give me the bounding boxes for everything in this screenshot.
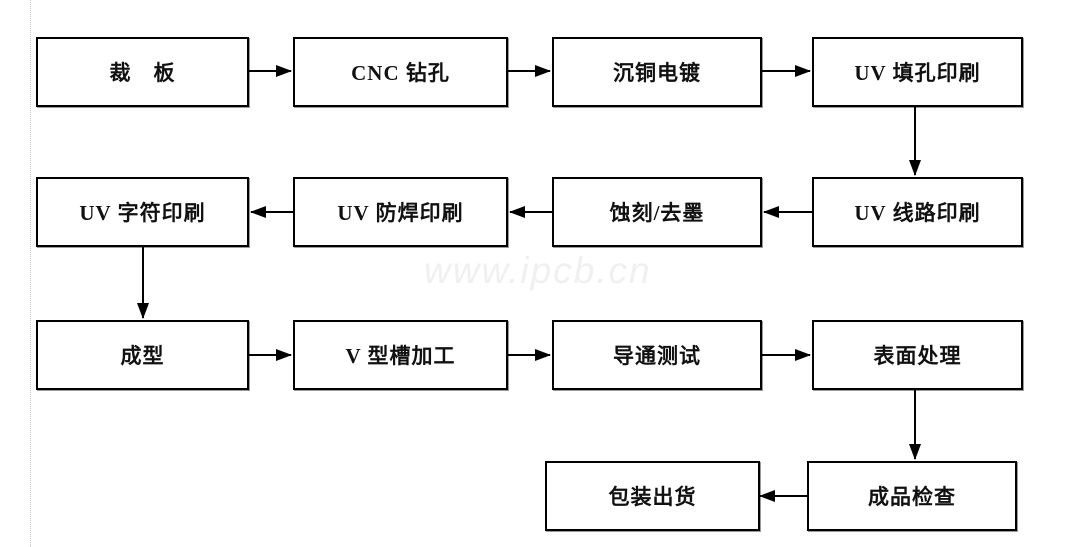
node-copper-deposition-plating: 沉铜电镀: [552, 37, 762, 107]
node-uv-circuit-printing: UV 线路印刷: [812, 177, 1023, 247]
node-forming: 成型: [36, 320, 249, 390]
node-surface-finish: 表面处理: [812, 320, 1023, 390]
watermark-text: www.ipcb.cn: [424, 250, 652, 291]
node-continuity-test: 导通测试: [552, 320, 762, 390]
node-final-inspection: 成品检查: [807, 461, 1017, 531]
node-etching-ink-removal: 蚀刻/去墨: [552, 177, 762, 247]
node-uv-legend-printing: UV 字符印刷: [36, 177, 249, 247]
node-cnc-drilling: CNC 钻孔: [293, 37, 508, 107]
node-packing-shipment: 包装出货: [545, 461, 760, 531]
node-cut-board: 裁 板: [36, 37, 249, 107]
node-v-groove-machining: V 型槽加工: [293, 320, 508, 390]
node-uv-solder-mask-printing: UV 防焊印刷: [293, 177, 508, 247]
node-uv-hole-filling-printing: UV 填孔印刷: [812, 37, 1023, 107]
page-margin-line: [30, 0, 31, 547]
